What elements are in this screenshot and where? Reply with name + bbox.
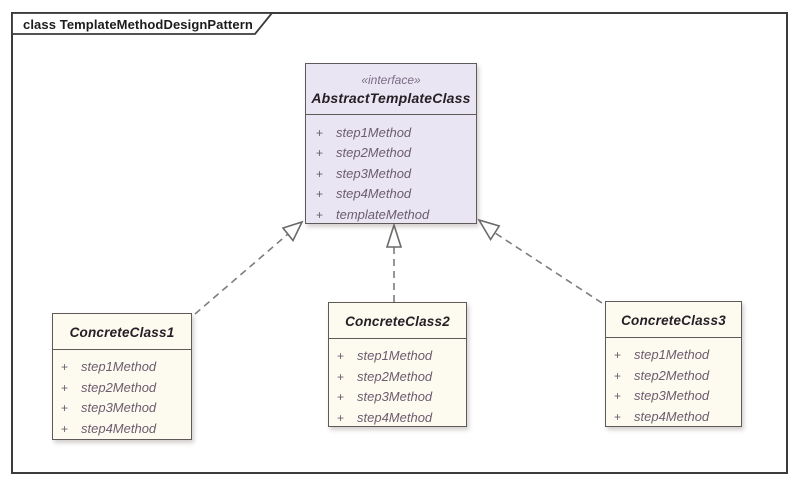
interface-method-list: + step1Method + step2Method + step3Metho…	[306, 115, 476, 229]
visibility-marker: +	[614, 348, 622, 362]
visibility-marker: +	[614, 389, 622, 403]
method-name: step4Method	[81, 420, 157, 436]
method-name: step2Method	[336, 145, 412, 161]
method-row: + step1Method	[614, 345, 733, 366]
method-row: + step2Method	[614, 366, 733, 387]
concrete-class-name-3: ConcreteClass3	[621, 313, 726, 328]
method-name: step3Method	[81, 400, 157, 415]
interface-class-name: AbstractTemplateClass	[311, 90, 471, 106]
method-row: + step1Method	[316, 123, 466, 143]
visibility-marker: +	[316, 166, 324, 181]
method-name: step3Method	[336, 165, 412, 181]
method-name: step1Method	[336, 125, 412, 140]
visibility-marker: +	[61, 380, 69, 395]
concrete-class-box-2: ConcreteClass2 + step1Method + step2Meth…	[328, 302, 467, 427]
concrete-class-name-1: ConcreteClass1	[69, 325, 175, 340]
concrete-method-list-2: + step1Method + step2Method + step3Metho…	[329, 339, 466, 432]
method-name: step4Method	[357, 409, 433, 425]
method-name: step2Method	[357, 368, 433, 384]
method-row: + step4Method	[337, 408, 458, 429]
concrete-method-list-3: + step1Method + step2Method + step3Metho…	[606, 338, 741, 431]
visibility-marker: +	[337, 349, 345, 363]
interface-class-box: «interface» AbstractTemplateClass + step…	[305, 63, 477, 224]
method-name: step4Method	[634, 408, 710, 424]
method-row: + step1Method	[61, 357, 183, 378]
method-name: step1Method	[357, 348, 433, 363]
concrete-method-list-1: + step1Method + step2Method + step3Metho…	[53, 350, 191, 443]
concrete-class-box-3: ConcreteClass3 + step1Method + step2Meth…	[605, 301, 742, 427]
visibility-marker: +	[316, 146, 324, 161]
concrete-class-header-1: ConcreteClass1	[53, 314, 191, 350]
uml-frame-border	[11, 12, 788, 474]
method-row: + step4Method	[316, 184, 466, 204]
method-row: + step2Method	[61, 378, 183, 399]
interface-stereotype: «interface»	[361, 73, 421, 87]
concrete-class-header-2: ConcreteClass2	[329, 303, 466, 339]
method-name: step3Method	[634, 388, 710, 403]
method-row: + step4Method	[61, 419, 183, 440]
method-name: step3Method	[357, 389, 433, 404]
visibility-marker: +	[614, 409, 622, 424]
method-row: + step4Method	[614, 407, 733, 428]
method-row: + step2Method	[316, 143, 466, 163]
method-row: + step1Method	[337, 346, 458, 367]
visibility-marker: +	[337, 369, 345, 384]
method-name: templateMethod	[336, 206, 430, 222]
visibility-marker: +	[61, 360, 69, 374]
visibility-marker: +	[61, 401, 69, 415]
concrete-class-header-3: ConcreteClass3	[606, 302, 741, 338]
visibility-marker: +	[337, 410, 345, 425]
visibility-marker: +	[614, 368, 622, 383]
method-name: step1Method	[634, 347, 710, 362]
method-row: + step2Method	[337, 367, 458, 388]
method-row: + step3Method	[337, 387, 458, 408]
interface-class-header: «interface» AbstractTemplateClass	[306, 64, 476, 115]
method-name: step4Method	[336, 186, 412, 202]
method-row: + step3Method	[61, 398, 183, 419]
method-row: + step3Method	[316, 164, 466, 184]
method-row: + templateMethod	[316, 205, 466, 225]
visibility-marker: +	[61, 421, 69, 436]
method-name: step1Method	[81, 359, 157, 374]
visibility-marker: +	[316, 187, 324, 202]
method-row: + step3Method	[614, 386, 733, 407]
visibility-marker: +	[316, 207, 324, 222]
method-name: step2Method	[81, 379, 157, 395]
frame-title: class TemplateMethodDesignPattern	[23, 17, 253, 32]
concrete-class-box-1: ConcreteClass1 + step1Method + step2Meth…	[52, 313, 192, 440]
method-name: step2Method	[634, 367, 710, 383]
visibility-marker: +	[316, 126, 324, 140]
concrete-class-name-2: ConcreteClass2	[345, 314, 450, 329]
visibility-marker: +	[337, 390, 345, 404]
